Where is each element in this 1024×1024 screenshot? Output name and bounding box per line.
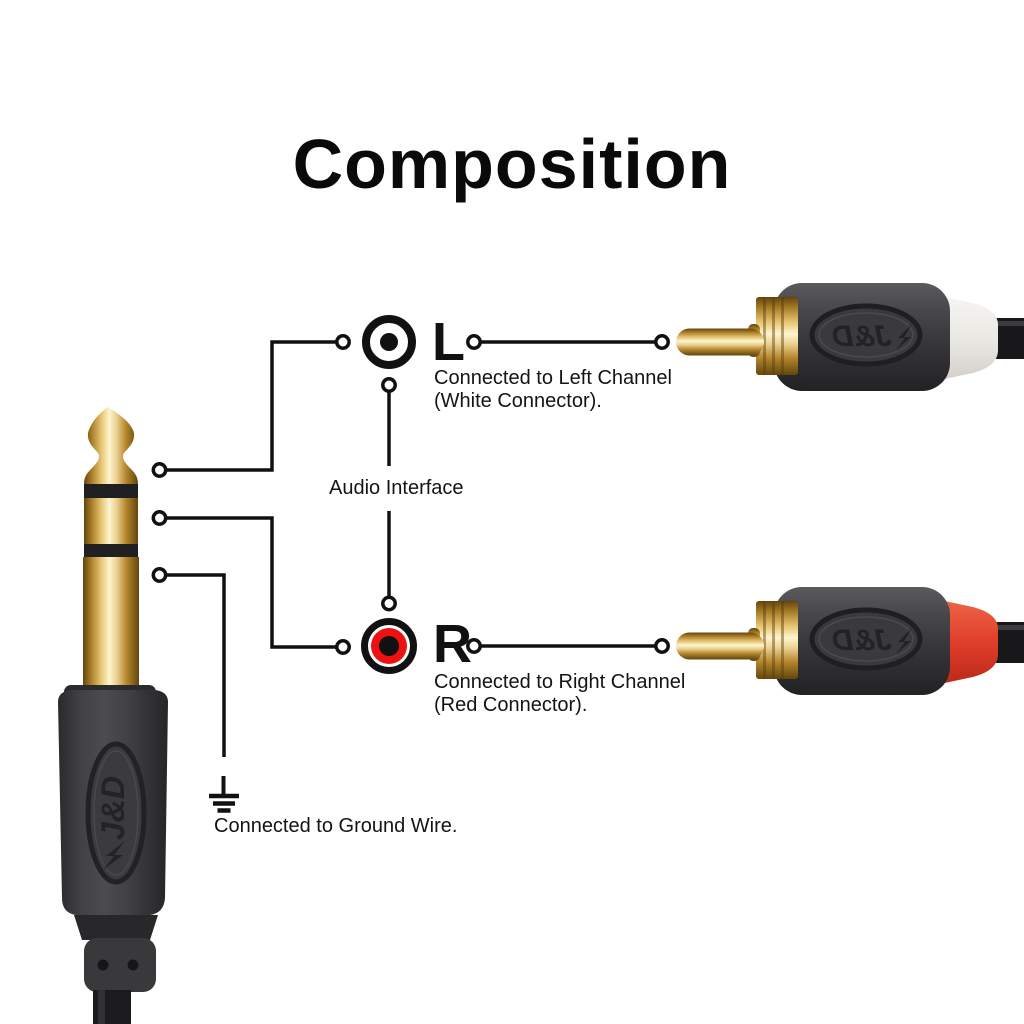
jack-strain-relief xyxy=(84,938,156,992)
white-rca-bolt-icon xyxy=(896,324,912,350)
audio-interface-label: Audio Interface xyxy=(329,477,464,499)
rca-white-connector: J&D xyxy=(676,283,1024,391)
right-rca-red-ring xyxy=(371,628,407,664)
red-rca-bolt-icon xyxy=(896,628,912,654)
right-desc-line1: Connected to Right Channel xyxy=(434,671,686,693)
strain-relief-hole xyxy=(97,959,109,971)
left-desc-line2: (White Connector). xyxy=(434,390,602,412)
red-rca-logo-oval xyxy=(809,607,923,671)
sleeve-to-ground-wire xyxy=(166,573,226,757)
red-rca-cable-highlight xyxy=(990,625,1024,630)
red-rca-pin xyxy=(676,632,764,660)
left-rca-center-dot xyxy=(380,333,398,351)
left-desc-line1: Connected to Left Channel xyxy=(434,367,672,389)
white-rca-logo-oval-inner xyxy=(818,312,914,358)
right-channel-description: Connected to Right Channel (Red Connecto… xyxy=(434,671,685,717)
right-channel-rca-icon xyxy=(361,618,417,674)
left-channel-description: Connected to Left Channel (White Connect… xyxy=(434,367,672,413)
wire-terminal-dots xyxy=(151,334,670,655)
jack-logo-oval-inner xyxy=(93,750,139,876)
white-rca-cable-highlight xyxy=(990,321,1024,326)
jack-logo-oval xyxy=(85,741,147,885)
white-rca-brand-logo: J&D xyxy=(832,320,892,353)
jack-insulator-ring-1 xyxy=(84,484,138,498)
jack-lightning-bolt-icon xyxy=(103,841,125,870)
right-desc-line2: (Red Connector). xyxy=(434,694,588,716)
jack-cable-highlight xyxy=(98,990,105,1024)
red-rca-collar-groove xyxy=(763,601,766,679)
white-rca-collar xyxy=(756,297,798,375)
right-rca-center-dot xyxy=(379,636,399,656)
red-rca-collar-groove xyxy=(781,601,784,679)
left-channel-rca-icon xyxy=(362,315,416,369)
page-title: Composition xyxy=(292,125,732,203)
white-rca-logo-oval xyxy=(809,303,923,367)
jack-sleeve xyxy=(83,557,139,691)
white-rca-collar-groove xyxy=(781,297,784,375)
tip-to-left-wire xyxy=(166,340,336,472)
rca-red-connector: J&D xyxy=(676,587,1024,695)
white-rca-collar-groove xyxy=(763,297,766,375)
ground-icon xyxy=(209,776,239,813)
red-rca-logo-oval-inner xyxy=(818,616,914,662)
ring-to-right-wire xyxy=(166,516,336,649)
strain-relief-hole xyxy=(127,959,139,971)
ground-description: Connected to Ground Wire. xyxy=(214,815,458,837)
red-rca-brand-logo: J&D xyxy=(832,624,892,657)
jack-tip xyxy=(84,407,138,484)
jack-insulator-ring-2 xyxy=(84,544,138,557)
right-channel-label: R xyxy=(433,614,472,674)
trs-jack-connector: J&D xyxy=(58,407,168,1024)
jack-brand-logo: J&D xyxy=(95,776,131,840)
white-rca-collar-groove xyxy=(772,297,775,375)
jack-neck xyxy=(74,915,158,940)
jack-ring-contact xyxy=(84,498,138,544)
white-rca-pin xyxy=(676,328,764,356)
red-rca-collar-groove xyxy=(772,601,775,679)
left-channel-label: L xyxy=(432,312,465,372)
red-rca-collar xyxy=(756,601,798,679)
